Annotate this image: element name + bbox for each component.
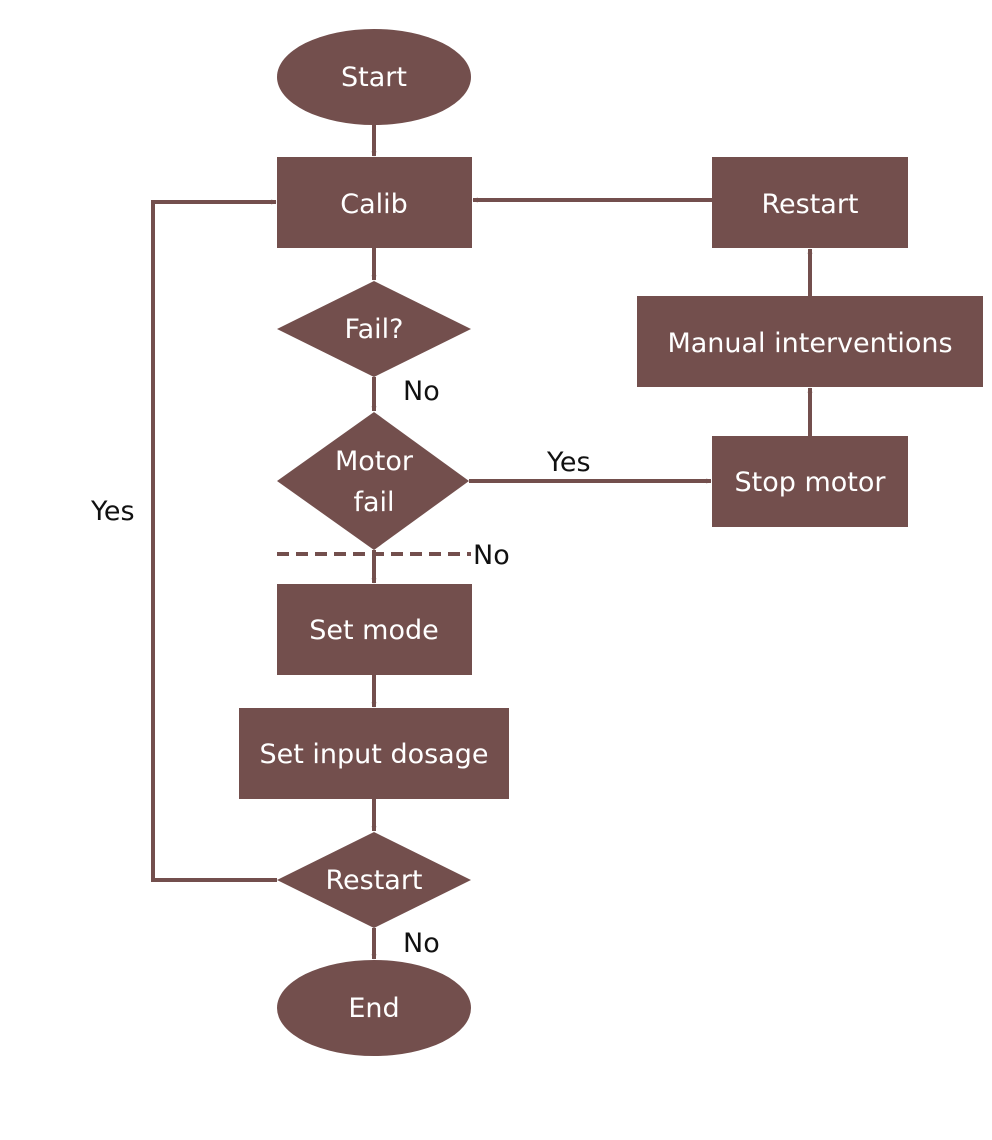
motor-fail-decision: Motor fail: [277, 412, 469, 550]
label-motor-no: No: [473, 540, 510, 571]
label-restart-no: No: [403, 928, 440, 959]
calib-node: Calib: [277, 157, 472, 248]
set-input-dosage-label: Set input dosage: [260, 739, 489, 770]
end-node: End: [277, 960, 471, 1056]
edge-restart-yes-to-calib: [151, 199, 277, 882]
stop-motor-node: Stop motor: [712, 436, 908, 527]
calib-label: Calib: [340, 189, 408, 220]
restart-decision-label: Restart: [325, 865, 422, 896]
fail-label: Fail?: [345, 314, 404, 345]
end-label: End: [348, 993, 399, 1024]
restart-box-label: Restart: [761, 189, 858, 220]
set-mode-label: Set mode: [309, 615, 439, 646]
label-fail-no: No: [403, 376, 440, 407]
motor-fail-label-line1: Motor: [335, 446, 414, 477]
set-input-dosage-node: Set input dosage: [239, 708, 509, 799]
label-restart-yes: Yes: [90, 496, 135, 527]
stop-motor-label: Stop motor: [735, 467, 887, 498]
set-mode-node: Set mode: [277, 584, 472, 675]
label-motor-yes: Yes: [546, 447, 591, 478]
manual-interventions-label: Manual interventions: [667, 328, 952, 359]
start-node: Start: [277, 29, 471, 125]
motor-fail-label-line2: fail: [353, 487, 394, 518]
manual-interventions-node: Manual interventions: [637, 296, 983, 387]
fail-decision: Fail?: [277, 281, 471, 377]
start-label: Start: [341, 62, 407, 93]
restart-box-node: Restart: [712, 157, 908, 248]
restart-decision: Restart: [277, 832, 471, 928]
